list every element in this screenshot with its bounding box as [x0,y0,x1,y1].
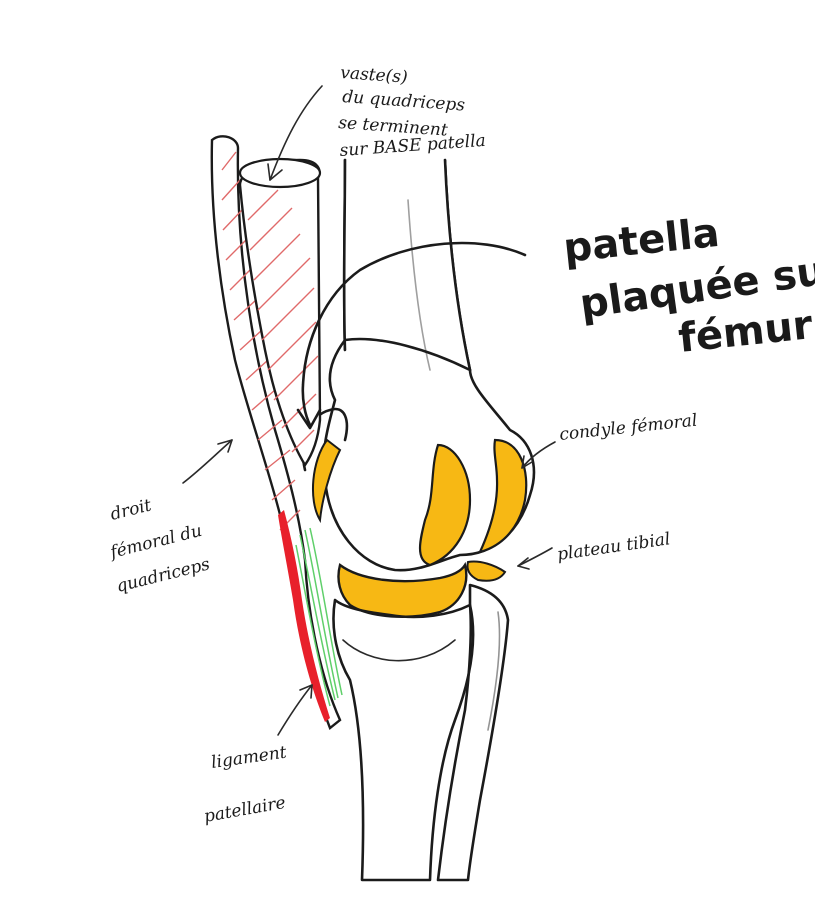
arrow-patella [301,241,527,427]
tibia [332,598,475,882]
arrow-plateau [517,547,553,567]
tibia-plateau-curve [342,639,456,662]
label-droit: droit fémoral du quadriceps [106,495,212,596]
fibula [436,583,510,882]
condyle-cartilage-middle [418,443,472,567]
label-droit-line2: fémoral du [106,521,204,564]
femur-distal [322,337,536,572]
label-vaste-line1: vaste(s) [340,63,409,88]
rectus-tendon-red [278,510,330,722]
label-vaste-line2: du quadriceps [342,87,466,116]
condyle-cartilage-left [311,438,342,524]
label-ligament: ligament patellaire [202,743,288,827]
arrow-vaste [269,85,323,181]
arrow-droit [182,439,233,484]
label-ligament-line2: patellaire [202,793,287,827]
label-ligament-line1: ligament [210,743,288,773]
meniscus-lateral [466,560,507,582]
label-droit-line3: quadriceps [114,554,212,597]
label-droit-line1: droit [108,495,153,524]
arrow-condyle [521,441,556,469]
label-condyle: condyle fémoral [558,411,698,445]
patellar-ligament [295,527,343,707]
tibial-plateau [337,561,468,618]
label-patella-line1: patella [561,210,721,272]
rectus-femoris [210,135,342,730]
label-plateau: plateau tibial [556,529,672,565]
arrow-ligament [277,684,313,736]
label-vaste: vaste(s) du quadriceps se terminent sur … [338,63,487,161]
femur-shaft-fill [345,160,470,370]
label-patella: patella plaquée sur fémur [561,210,815,362]
condyle-cartilage-right [478,438,528,554]
label-vaste-line4: sur BASE patella [339,131,486,161]
